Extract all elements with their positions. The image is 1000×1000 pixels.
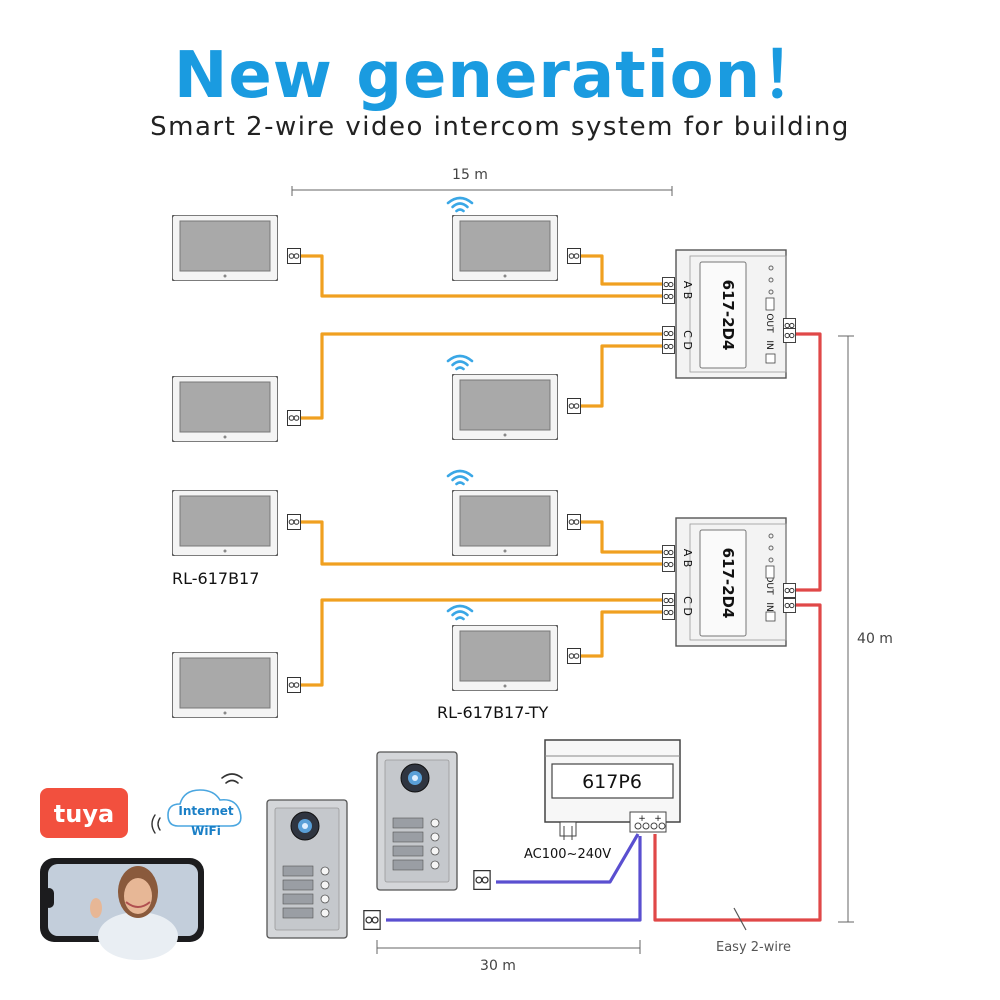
distributor-1-model: 617-2D4 (719, 280, 737, 351)
monitor-wires (300, 254, 666, 687)
video-call-person (90, 866, 178, 960)
dimension-bottom: 30 m (376, 940, 641, 974)
cloud-icon: Internet WiFi (151, 773, 243, 838)
distributor-1-ports-ab: A B (681, 281, 694, 300)
dimension-right-label: 40 m (857, 631, 893, 647)
distributor-1: 617-2D4 A B C D OUT IN (662, 249, 796, 379)
distributor-1-out: OUT (764, 313, 774, 333)
monitor-1 (172, 215, 301, 281)
headline-subtitle: Smart 2-wire video intercom system for b… (150, 112, 850, 142)
distributor-2-out: OUT (764, 575, 774, 595)
svg-text:+: + (638, 814, 646, 824)
wire-marker: Easy 2-wire (716, 907, 791, 955)
tuya-brand: tuya (54, 800, 114, 828)
headline-title: New generation！ (173, 39, 827, 113)
wifi-icon (446, 196, 474, 213)
distributor-2-ports-ab: A B (681, 549, 694, 568)
monitor-label-standard: RL-617B17 (172, 569, 259, 588)
monitor-6-wifi (446, 469, 581, 556)
monitor-4-wifi (446, 354, 581, 440)
distributor-1-ports-cd: C D (681, 330, 694, 350)
wire-label: Easy 2-wire (716, 940, 791, 955)
cloud-line1: Internet (178, 804, 233, 818)
monitor-8-wifi (446, 604, 581, 691)
wifi-icon (446, 469, 474, 486)
distributor-1-in: IN (764, 340, 774, 349)
distributor-2: 617-2D4 A B C D OUT IN (662, 517, 796, 647)
bus-wires (653, 332, 822, 922)
smartphone (40, 858, 204, 960)
wifi-signal-icon (221, 773, 243, 784)
monitor-label-wifi: RL-617B17-TY (437, 703, 548, 722)
door-station-2 (376, 751, 491, 891)
cloud-line2: WiFi (191, 824, 221, 838)
monitor-2-wifi (446, 196, 581, 281)
dimension-top: 15 m (291, 167, 673, 196)
door-wires (386, 833, 642, 922)
tuya-logo: tuya (40, 788, 128, 838)
dimension-bottom-label: 30 m (480, 958, 516, 974)
distributor-2-in: IN (764, 602, 774, 611)
dimension-right: 40 m (838, 335, 893, 923)
monitor-7 (172, 652, 301, 718)
distributor-2-ports-cd: C D (681, 596, 694, 616)
power-supply: 617P6 + + AC100~240V (524, 739, 681, 862)
distributor-2-model: 617-2D4 (719, 548, 737, 619)
monitor-3 (172, 376, 301, 442)
monitor-5 (172, 490, 301, 556)
dimension-top-label: 15 m (452, 167, 488, 183)
wifi-icon (446, 604, 474, 621)
power-supply-model: 617P6 (582, 771, 642, 793)
door-station-1 (266, 799, 381, 939)
wifi-icon (446, 354, 474, 371)
power-input-label: AC100~240V (524, 847, 611, 862)
svg-text:+: + (654, 814, 662, 824)
